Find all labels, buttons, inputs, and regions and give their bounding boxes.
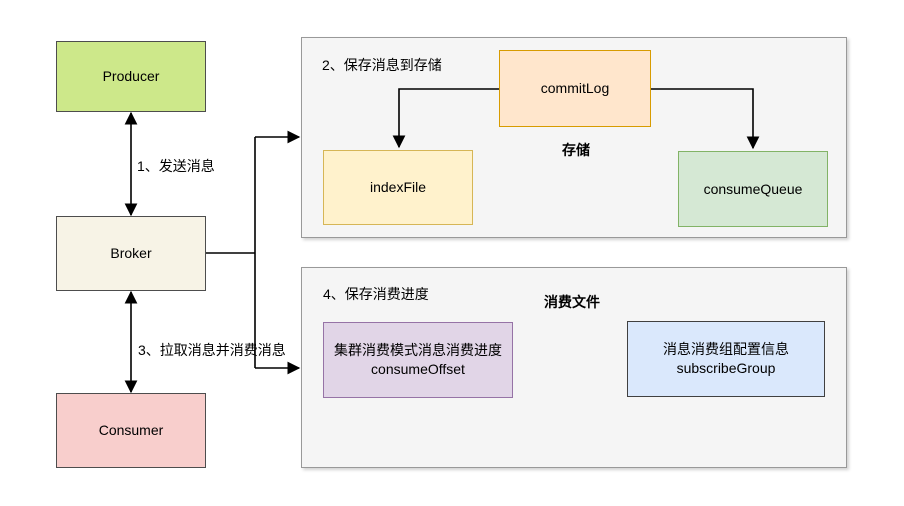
- node-consumeoffset-line1: 集群消费模式消息消费进度: [334, 342, 502, 358]
- node-consumeoffset: 集群消费模式消息消费进度 consumeOffset: [323, 322, 513, 398]
- node-consumer: Consumer: [56, 393, 206, 468]
- node-producer: Producer: [56, 41, 206, 112]
- node-consumeoffset-line2: consumeOffset: [371, 361, 465, 377]
- node-subscribegroup-line2: subscribeGroup: [676, 360, 776, 376]
- label-step4: 4、保存消费进度: [323, 286, 429, 302]
- node-consumequeue-label: consumeQueue: [703, 180, 803, 197]
- node-broker-label: Broker: [110, 245, 152, 261]
- node-broker: Broker: [56, 216, 206, 291]
- node-subscribegroup-line1: 消息消费组配置信息: [663, 341, 789, 357]
- label-consume-files: 消费文件: [544, 294, 600, 310]
- node-indexfile: indexFile: [323, 150, 473, 225]
- label-step1: 1、发送消息: [137, 158, 215, 174]
- label-step3: 3、拉取消息并消费消息: [138, 342, 286, 358]
- label-step2: 2、保存消息到存储: [322, 57, 442, 73]
- label-storage: 存储: [562, 142, 590, 158]
- node-commitlog: commitLog: [499, 50, 651, 127]
- node-producer-label: Producer: [102, 68, 160, 84]
- node-commitlog-label: commitLog: [540, 80, 610, 96]
- node-consumequeue: consumeQueue: [678, 151, 828, 227]
- node-consumer-label: Consumer: [98, 422, 164, 438]
- node-indexfile-label: indexFile: [369, 179, 427, 195]
- node-subscribegroup: 消息消费组配置信息 subscribeGroup: [627, 321, 825, 397]
